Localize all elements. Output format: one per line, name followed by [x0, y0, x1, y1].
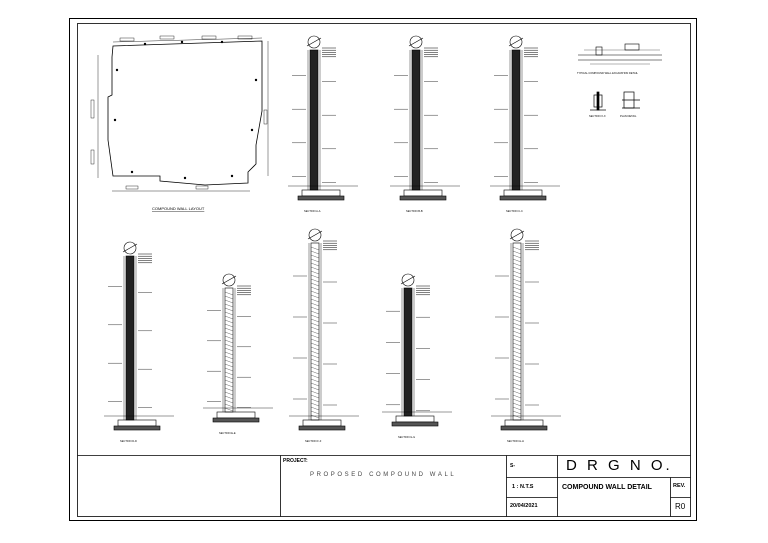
outer-border	[69, 18, 697, 521]
excavation-caption: TYPICAL COMPOUND WALL EXCAVATION DETAIL	[577, 71, 638, 75]
section-caption: SECTION E-E	[219, 431, 236, 435]
small-detail-1	[590, 91, 606, 111]
small-detail-2-caption: PLAN DETAIL	[620, 114, 637, 118]
scale-value: 1 : N.T.S	[512, 484, 534, 490]
section-caption: SECTION H-H	[507, 439, 524, 443]
rev-label: REV.	[673, 483, 686, 489]
inner-border	[77, 23, 691, 517]
wall-section-6: SECTION F-F	[289, 228, 359, 443]
section-caption: SECTION D-D	[120, 439, 137, 443]
scale-label: S-	[510, 463, 515, 469]
section-caption: SECTION F-F	[305, 439, 322, 443]
rev-value: R0	[675, 502, 686, 511]
wall-section-5: SECTION E-E	[203, 273, 273, 435]
wall-section-7: SECTION G-G	[382, 273, 452, 439]
wall-section-2: SECTION B-B	[390, 35, 460, 213]
project-name: PROPOSED COMPOUND WALL	[310, 472, 457, 478]
drg-no-label: D R G N O.	[566, 457, 673, 474]
small-detail-1-caption: SECTION X-X	[589, 114, 606, 118]
compound-wall-layout	[90, 35, 269, 192]
section-caption: SECTION B-B	[406, 209, 423, 213]
wall-section-4: SECTION D-D	[104, 241, 174, 443]
section-caption: SECTION A-A	[304, 209, 321, 213]
drawing-title: COMPOUND WALL DETAIL	[562, 484, 652, 491]
excavation-detail	[578, 43, 662, 65]
project-label: PROJECT:	[283, 458, 308, 464]
wall-sections: SECTION A-A SECTION B-B SECTION C-C SECTION…	[104, 35, 561, 443]
section-caption: SECTION G-G	[398, 435, 415, 439]
title-block	[77, 455, 691, 517]
wall-section-1: SECTION A-A	[288, 35, 358, 213]
section-caption: SECTION C-C	[506, 209, 523, 213]
layout-caption: COMPOUND WALL LAYOUT	[152, 206, 205, 211]
wall-section-3: SECTION C-C	[490, 35, 560, 213]
wall-section-8: SECTION H-H	[491, 228, 561, 443]
small-detail-2	[622, 91, 640, 109]
date-value: 20/04/2021	[510, 503, 538, 509]
